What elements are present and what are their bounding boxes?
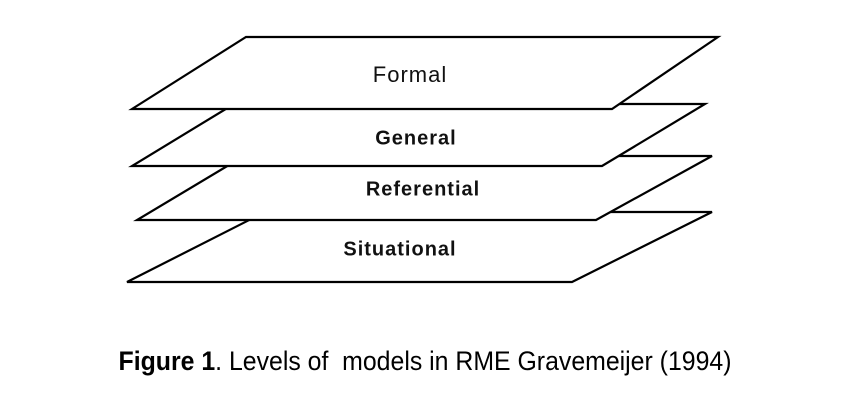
layer-referential-label: Referential xyxy=(366,178,480,200)
figure-caption: Figure 1. Levels of models in RME Gravem… xyxy=(34,346,816,377)
layer-referential-plane xyxy=(133,154,713,222)
layer-formal-label: Formal xyxy=(373,62,447,87)
layer-general-plane xyxy=(128,102,709,168)
layer-general-label: General xyxy=(375,127,456,149)
layer-situational-plane xyxy=(126,210,713,284)
figure-caption-text: . Levels of models in RME Gravemeijer (1… xyxy=(215,346,732,376)
layer-formal: Formal xyxy=(128,35,722,111)
figure-caption-label: Figure 1 xyxy=(118,346,216,376)
layer-referential: Referential xyxy=(133,154,713,222)
layer-situational-label: Situational xyxy=(343,238,456,260)
layer-general: General xyxy=(128,102,709,168)
levels-diagram: Situational Referential General Formal xyxy=(126,35,722,284)
layer-situational: Situational xyxy=(126,210,713,284)
layer-formal-plane xyxy=(128,35,722,111)
